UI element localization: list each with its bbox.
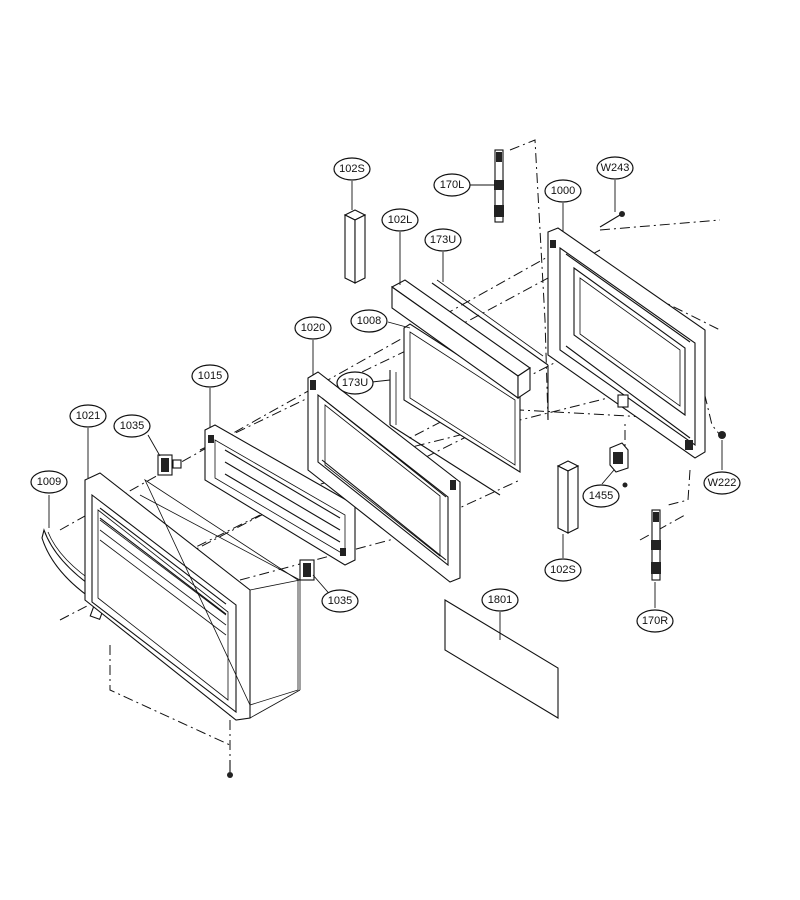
callout-text: 1035 xyxy=(120,420,144,432)
callout-text: 1015 xyxy=(198,370,222,382)
callout-text: 102S xyxy=(550,564,576,576)
callout-text: 1801 xyxy=(488,594,512,606)
part-hinge-170l xyxy=(494,149,504,223)
callout-text: 1455 xyxy=(589,490,613,502)
leader-lines xyxy=(48,180,723,640)
callout-label-102s-top: 102S xyxy=(333,157,371,181)
part-hinge-170r xyxy=(651,509,661,581)
callout-text: 173U xyxy=(342,377,368,389)
part-hinge-bracket-1035-bottom xyxy=(299,559,315,581)
part-door-frame-1020 xyxy=(307,371,461,583)
part-screw-w222 xyxy=(718,431,726,439)
callout-label-1021: 1021 xyxy=(69,404,107,428)
callout-label-1035-bottom: 1035 xyxy=(321,589,359,613)
callout-label-1801: 1801 xyxy=(481,588,519,612)
callout-label-w222: W222 xyxy=(703,471,741,495)
part-inner-glass-front xyxy=(144,478,299,706)
part-panel-1801 xyxy=(444,599,559,719)
part-glass-panel-1008 xyxy=(403,323,521,473)
callout-text: 173U xyxy=(430,234,456,246)
part-screw-w243 xyxy=(599,211,625,228)
callout-label-1455: 1455 xyxy=(582,484,620,508)
part-inner-door-1000 xyxy=(547,227,706,459)
callout-label-w243: W243 xyxy=(596,156,634,180)
part-glass-seal-173u-lower xyxy=(389,370,501,496)
callout-text: 170L xyxy=(440,179,464,191)
callout-text: 1021 xyxy=(76,410,100,422)
part-bracket-1455 xyxy=(609,442,629,488)
part-spacer-102s-top xyxy=(343,209,367,284)
callout-label-170l: 170L xyxy=(433,173,471,197)
callout-label-1000: 1000 xyxy=(544,179,582,203)
part-glass-seal-173u-upper xyxy=(431,279,549,420)
callout-text: 102L xyxy=(388,214,412,226)
callout-label-1035-top: 1035 xyxy=(113,414,151,438)
callout-label-1008: 1008 xyxy=(350,309,388,333)
callout-text: 1035 xyxy=(328,595,352,607)
callout-text: 1000 xyxy=(551,185,575,197)
part-bottom-screw xyxy=(227,760,233,778)
callout-text: W222 xyxy=(708,477,737,489)
callout-label-173u-lower: 173U xyxy=(336,371,374,395)
callout-label-173u-upper: 173U xyxy=(424,228,462,252)
part-insulation-102l xyxy=(390,279,531,400)
part-spacer-102s-bottom xyxy=(556,460,580,534)
part-hinge-bracket-1035-top xyxy=(157,454,182,476)
callout-label-1009: 1009 xyxy=(30,470,68,494)
part-vent-frame-1015 xyxy=(204,424,356,566)
callout-text: 170R xyxy=(642,615,668,627)
callout-label-1020: 1020 xyxy=(294,316,332,340)
callout-text: 1009 xyxy=(37,476,61,488)
callout-text: 1008 xyxy=(357,315,381,327)
callout-label-102l: 102L xyxy=(381,208,419,232)
callout-text: W243 xyxy=(601,162,630,174)
callout-label-1015: 1015 xyxy=(191,364,229,388)
callout-label-170r: 170R xyxy=(636,609,674,633)
callout-label-102s-bottom: 102S xyxy=(544,558,582,582)
callout-text: 102S xyxy=(339,163,365,175)
callout-text: 1020 xyxy=(301,322,325,334)
part-outer-door-1021 xyxy=(84,472,301,721)
